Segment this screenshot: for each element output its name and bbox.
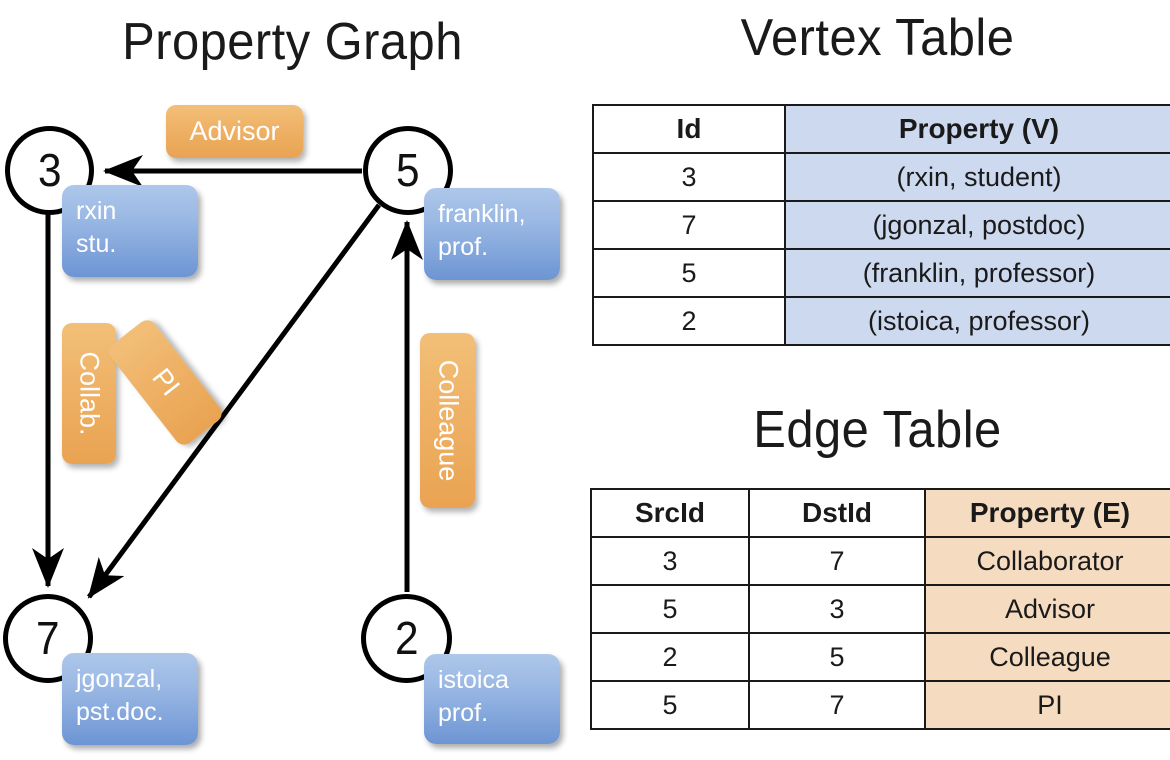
table-row[interactable]: 5 (franklin, professor)	[592, 248, 1170, 298]
table-row[interactable]: 2 5 Colleague	[590, 632, 1170, 682]
property-graph-diagram: 3 5 7 2 rxin stu. franklin, prof. jgonza…	[3, 105, 560, 745]
vertex-property-name-istoica: istoica	[438, 666, 509, 694]
vertex-table-header-property: Property (V)	[784, 104, 1170, 154]
edge-table-cell-srcid: 3	[590, 536, 750, 586]
vertex-property-box-rxin[interactable]: rxin stu.	[62, 185, 198, 277]
edge-label-box-advisor[interactable]: Advisor	[166, 105, 303, 158]
vertex-table-cell-id: 7	[592, 200, 786, 250]
table-row[interactable]: 2 (istoica, professor)	[592, 296, 1170, 346]
vertex-property-name-jgonzal: jgonzal,	[76, 665, 163, 693]
graph-edges-svg	[32, 155, 423, 599]
vertex-5-id: 5	[396, 143, 420, 196]
vertex-table-header-row: Id Property (V)	[592, 104, 1170, 154]
vertex-2-id: 2	[394, 611, 419, 664]
page-title-edge-table: Edge Table	[753, 401, 1002, 459]
edge-label-text-advisor: Advisor	[189, 116, 280, 146]
vertex-property-name-rxin: rxin	[76, 197, 117, 225]
edge-table-cell-srcid: 5	[590, 584, 750, 634]
edge-label-text-collab: Collab.	[74, 351, 105, 436]
vertex-property-box-istoica[interactable]: istoica prof.	[424, 654, 560, 744]
table-row[interactable]: 7 (jgonzal, postdoc)	[592, 200, 1170, 250]
edge-table-header-row: SrcId DstId Property (E)	[590, 488, 1170, 538]
edge-label-box-colleague[interactable]: Colleague	[420, 333, 475, 508]
vertex-table-cell-property: (franklin, professor)	[784, 248, 1170, 298]
edge-table-header-srcid: SrcId	[590, 488, 750, 538]
edge-table-cell-dstid: 7	[748, 680, 926, 730]
edge-table-cell-dstid: 7	[748, 536, 926, 586]
vertex-table-cell-property: (rxin, student)	[784, 152, 1170, 202]
edge-label-text-pi: PI	[146, 362, 186, 402]
edge-table-cell-srcid: 5	[590, 680, 750, 730]
edge-table-header-property: Property (E)	[924, 488, 1170, 538]
vertex-table-cell-property: (istoica, professor)	[784, 296, 1170, 346]
edge-table-header-dstid: DstId	[748, 488, 926, 538]
vertex-table-cell-id: 3	[592, 152, 786, 202]
vertex-property-box-franklin[interactable]: franklin, prof.	[424, 188, 560, 280]
vertex-property-role-franklin: prof.	[438, 233, 489, 261]
edge-label-text-colleague: Colleague	[433, 359, 463, 482]
edge-table-cell-property: PI	[924, 680, 1170, 730]
edge-table-cell-property: Advisor	[924, 584, 1170, 634]
table-row[interactable]: 5 3 Advisor	[590, 584, 1170, 634]
vertex-property-role-jgonzal: pst.doc.	[76, 698, 164, 726]
vertex-property-box-jgonzal[interactable]: jgonzal, pst.doc.	[62, 653, 198, 745]
vertex-property-role-istoica: prof.	[438, 699, 489, 727]
page-title-property-graph: Property Graph	[122, 13, 463, 71]
vertex-table: Id Property (V) 3 (rxin, student) 7 (jgo…	[592, 104, 1170, 346]
edge-table-cell-property: Colleague	[924, 632, 1170, 682]
edge-table-cell-dstid: 3	[748, 584, 926, 634]
table-row[interactable]: 5 7 PI	[590, 680, 1170, 730]
edge-table-cell-property: Collaborator	[924, 536, 1170, 586]
vertex-table-cell-id: 2	[592, 296, 786, 346]
graph-vertex-2[interactable]: 2	[361, 594, 452, 683]
vertex-table-header-id: Id	[592, 104, 786, 154]
graph-vertex-5[interactable]: 5	[363, 126, 453, 215]
vertex-7-id: 7	[36, 611, 60, 664]
vertex-property-name-franklin: franklin,	[438, 200, 526, 228]
edge-table-cell-dstid: 5	[748, 632, 926, 682]
vertex-table-cell-id: 5	[592, 248, 786, 298]
table-row[interactable]: 3 (rxin, student)	[592, 152, 1170, 202]
edge-table-cell-srcid: 2	[590, 632, 750, 682]
table-row[interactable]: 3 7 Collaborator	[590, 536, 1170, 586]
edge-table: SrcId DstId Property (E) 3 7 Collaborato…	[590, 488, 1170, 730]
edge-label-box-collab[interactable]: Collab.	[62, 323, 116, 464]
vertex-property-role-rxin: stu.	[76, 230, 117, 258]
edge-5-to-7-pi	[86, 203, 382, 599]
vertex-3-id: 3	[37, 143, 62, 196]
page-title-vertex-table: Vertex Table	[740, 9, 1015, 67]
vertex-table-cell-property: (jgonzal, postdoc)	[784, 200, 1170, 250]
